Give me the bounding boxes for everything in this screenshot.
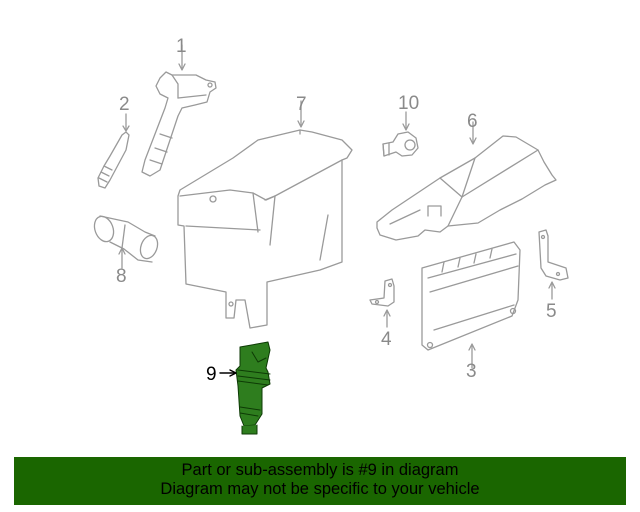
diagram-notice-banner: Part or sub-assembly is #9 in diagram Di… bbox=[14, 457, 626, 505]
parts-diagram: 1 2 3 4 5 6 7 8 9 10 bbox=[93, 36, 569, 435]
callout-6[interactable]: 6 bbox=[467, 111, 478, 132]
part-4-bracket bbox=[369, 278, 395, 328]
part-5-bracket bbox=[538, 229, 569, 300]
banner-line-disclaimer: Diagram may not be specific to your vehi… bbox=[160, 480, 480, 498]
part-1-ignition-coil bbox=[141, 44, 217, 177]
part-6-cover bbox=[376, 121, 557, 241]
callout-10[interactable]: 10 bbox=[398, 93, 420, 114]
part-9-highlighted bbox=[219, 341, 271, 435]
part-8-hose bbox=[93, 215, 159, 269]
callout-1[interactable]: 1 bbox=[176, 36, 187, 57]
callout-7[interactable]: 7 bbox=[296, 94, 307, 115]
part-10-sensor bbox=[382, 111, 419, 157]
callout-9[interactable]: 9 bbox=[206, 364, 217, 385]
banner-line-part: Part or sub-assembly is #9 in diagram bbox=[181, 461, 459, 479]
callout-2[interactable]: 2 bbox=[119, 94, 130, 115]
callout-4[interactable]: 4 bbox=[381, 329, 392, 350]
part-7-tray bbox=[177, 100, 353, 329]
callout-5[interactable]: 5 bbox=[546, 301, 557, 322]
callout-8[interactable]: 8 bbox=[116, 266, 127, 287]
part-3-ecu bbox=[421, 241, 521, 369]
part-2-spark-plug bbox=[97, 113, 130, 189]
callout-3[interactable]: 3 bbox=[466, 361, 477, 382]
